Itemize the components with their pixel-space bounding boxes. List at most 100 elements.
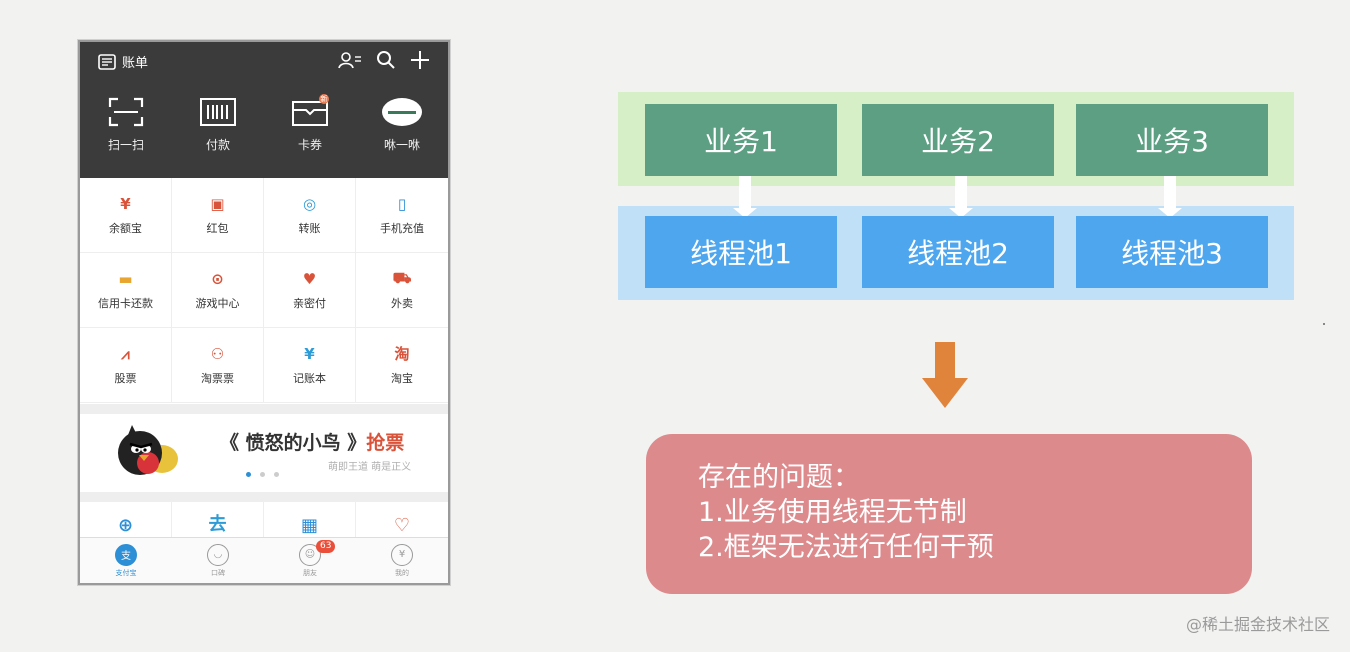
red-packet-icon: ▣ — [210, 194, 225, 213]
service-label: 外卖 — [391, 296, 413, 310]
quick-actions: 扫一扫 付款 新 卡券 咻一咻 — [80, 92, 448, 153]
service-label: 亲密付 — [293, 296, 326, 310]
top-bar: 账单 扫一扫 付款 新 卡券 咻一咻 — [80, 42, 448, 178]
divider — [80, 492, 448, 502]
problem-box: 存在的问题： 1.业务使用线程无节制 2.框架无法进行任何干预 — [646, 434, 1252, 594]
phone-icon: ▯ — [397, 194, 407, 213]
tab-2[interactable]: ☺ 朋友 63 — [264, 538, 356, 583]
card-notice-dot: 新 — [319, 94, 329, 104]
unread-badge: 63 — [316, 540, 336, 553]
service-label: 手机充值 — [380, 221, 424, 235]
quick-action-pay[interactable]: 付款 — [172, 92, 264, 153]
service-label: 转账 — [298, 221, 321, 235]
quick-action-label: 付款 — [205, 138, 230, 152]
bill-icon — [98, 53, 116, 70]
credit-card-icon: ▬ — [118, 269, 133, 288]
promo-banner[interactable]: 《 愤怒的小鸟 》抢票 萌即王道 萌是正义 — [80, 414, 448, 492]
bill-button[interactable]: 账单 — [98, 52, 148, 71]
contacts-icon[interactable] — [338, 51, 362, 69]
tab-icon: ◡ — [207, 543, 229, 566]
search-icon[interactable] — [376, 50, 396, 70]
service-item[interactable]: ▣ 红包 — [172, 178, 264, 253]
quick-action-scan[interactable]: 扫一扫 — [80, 92, 172, 153]
quick-action-shake[interactable]: 咻一咻 — [356, 92, 448, 153]
tab-icon: ☺ — [299, 543, 321, 566]
scan-icon — [108, 97, 144, 127]
gamepad-icon: ⊙ — [211, 269, 224, 288]
banner-slogan: 萌即王道 萌是正义 — [328, 462, 412, 473]
service-item[interactable]: ⊙ 游戏中心 — [172, 253, 264, 328]
bill-label: 账单 — [122, 56, 149, 71]
divider — [80, 404, 448, 414]
heart-icon: ♥ — [302, 269, 317, 288]
tab-3[interactable]: ¥ 我的 — [356, 538, 448, 583]
service-grid: ¥ 余额宝 ▣ 红包 ◎ 转账 ▯ 手机充值 ▬ 信用卡还款 ⊙ 游戏中心 ♥ 亲密付 ⛟ 外卖 ⩘ 股票 ⚇ 淘票票… — [80, 178, 448, 403]
tab-label: 朋友 — [303, 568, 317, 577]
tab-label: 支付宝 — [115, 568, 137, 577]
service-label: 记账本 — [293, 371, 326, 385]
phone-screenshot: 账单 扫一扫 付款 新 卡券 咻一咻 ¥余额宝▣红 — [78, 40, 450, 585]
service-label: 余额宝 — [109, 221, 142, 235]
watermark: @稀土掘金技术社区 — [1185, 615, 1330, 634]
service-item[interactable]: ¥ 余额宝 — [80, 178, 172, 253]
problem-title: 存在的问题： — [698, 462, 860, 493]
service-item[interactable]: ⚇ 淘票票 — [172, 328, 264, 403]
barcode-icon — [200, 98, 236, 126]
service-label: 信用卡还款 — [98, 296, 153, 310]
service-item[interactable]: ♥ 亲密付 — [264, 253, 356, 328]
connector-arrow-2 — [949, 168, 973, 218]
service-label: 股票 — [114, 371, 137, 385]
business-box-3: 业务3 — [1076, 104, 1268, 176]
stray-dot — [1323, 323, 1325, 325]
angry-bird-icon — [118, 425, 178, 475]
service-label: 游戏中心 — [195, 296, 240, 310]
service-item[interactable]: ▬ 信用卡还款 — [80, 253, 172, 328]
stock-chart-icon: ⩘ — [121, 344, 130, 363]
quick-action-label: 咻一咻 — [383, 138, 420, 152]
mask-icon: ⚇ — [210, 344, 225, 363]
money-bag-icon: ¥ — [120, 194, 131, 213]
service-label: 红包 — [206, 221, 229, 235]
quick-action-label: 扫一扫 — [107, 138, 144, 152]
tab-label: 我的 — [395, 568, 409, 577]
connector-arrow-3 — [1158, 168, 1182, 218]
tab-0[interactable]: 支支付宝 — [80, 538, 172, 583]
service-item[interactable]: ⩘ 股票 — [80, 328, 172, 403]
add-icon[interactable] — [410, 50, 430, 70]
tab-icon: 支 — [115, 543, 137, 566]
charity-icon[interactable]: ♡ — [393, 515, 411, 536]
down-arrow-icon — [922, 342, 968, 408]
business-box-1: 业务1 — [645, 104, 837, 176]
service-item[interactable]: ⛟ 外卖 — [356, 253, 448, 328]
lens-icon — [382, 98, 422, 126]
transfer-icon: ◎ — [302, 194, 317, 213]
globe-icon[interactable]: ⊕ — [80, 502, 172, 540]
card-icon — [292, 101, 328, 126]
scooter-icon: ⛟ — [392, 268, 412, 287]
connector-arrow-1 — [733, 168, 757, 218]
thread-pool-box-3: 线程池3 — [1076, 216, 1268, 288]
service-item[interactable]: ▯ 手机充值 — [356, 178, 448, 253]
taobao-icon: 淘 — [394, 345, 410, 363]
service-row-partial: ⊕去▦ ♡ — [80, 502, 448, 540]
service-item[interactable]: ◎ 转账 — [264, 178, 356, 253]
quick-action-label: 卡券 — [297, 138, 322, 152]
service-label: 淘票票 — [201, 371, 234, 385]
service-item[interactable]: ¥ 记账本 — [264, 328, 356, 403]
tab-bar: 支支付宝 ◡ 口碑 ☺ 朋友 63 ¥ 我的 — [80, 537, 448, 583]
ledger-icon: ¥ — [304, 344, 315, 363]
tab-label: 口碑 — [211, 568, 225, 577]
thread-pool-box-1: 线程池1 — [645, 216, 837, 288]
tab-icon: ¥ — [391, 543, 413, 566]
business-box-2: 业务2 — [862, 104, 1054, 176]
problem-item-1: 1.业务使用线程无节制 — [698, 497, 967, 528]
thread-pool-box-2: 线程池2 — [862, 216, 1054, 288]
tab-1[interactable]: ◡ 口碑 — [172, 538, 264, 583]
travel-icon[interactable]: 去 — [172, 502, 264, 540]
service-item[interactable]: 淘淘宝 — [356, 328, 448, 403]
problem-item-2: 2.框架无法进行任何干预 — [698, 532, 994, 563]
quick-action-cards[interactable]: 新 卡券 — [264, 92, 356, 153]
calculator-icon[interactable]: ▦ — [264, 502, 356, 540]
banner-title: 《 愤怒的小鸟 》抢票 — [220, 432, 405, 454]
carousel-dots[interactable] — [246, 472, 279, 477]
